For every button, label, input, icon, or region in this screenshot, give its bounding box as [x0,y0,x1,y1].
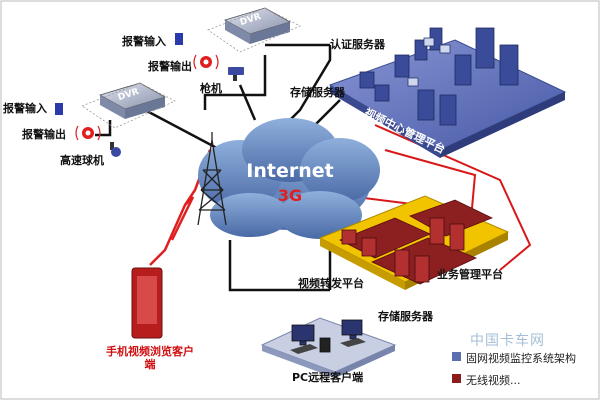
mobile-phone-icon [131,267,163,339]
dvr-left-device [81,82,176,129]
label-alarm-input-top: 报警输入 [122,35,166,48]
dome-camera-icon [110,142,121,157]
label-video-forward: 视频转发平台 [298,277,364,290]
dvr-top-device [207,7,301,53]
watermark-logo: 中国卡车网 [470,333,545,349]
label-3g: 3G [277,186,303,205]
label-auth-server: 认证服务器 [330,38,385,51]
pc-monitor-icon [291,319,363,353]
legend-swatch-wireless [452,374,461,383]
alarm-siren-icon [193,54,219,70]
monitor-icon [407,37,451,87]
label-internet: Internet [246,160,334,182]
label-alarm-input-left: 报警输入 [3,102,47,115]
link-gun-to-internet [238,84,257,121]
label-dome-camera: 高速球机 [60,154,104,167]
label-gun-camera: 枪机 [200,82,222,95]
alarm-input-sensor-icon [55,103,63,115]
label-storage-server-bottom: 存储服务器 [378,310,433,323]
label-business-mgmt: 业务管理平台 [437,268,503,281]
label-alarm-output-left: 报警输出 [22,128,66,141]
forwarding-business-platform [318,195,510,290]
link-internet-to-pc [228,240,330,292]
legend-item-fixed: 固网视频监控系统架构 [466,352,576,365]
alarm-siren-icon [75,125,101,141]
label-storage-server-top: 存储服务器 [290,86,345,99]
legend-item-wireless: 无线视频... [466,374,521,387]
pc-client-platform [260,317,397,378]
server-rack-icon [341,217,465,283]
alarm-input-sensor-icon [175,33,183,45]
label-mobile-client: 手机视频浏览客户端 [106,345,194,371]
wireless-signal-bolt-b [170,196,195,241]
label-pc-client: PC远程客户端 [292,371,364,384]
keyboard-icon [290,338,366,354]
label-alarm-output-top: 报警输出 [148,60,192,73]
gun-camera-icon [228,67,244,81]
cell-tower-icon [197,132,227,226]
legend-swatch-fixed [452,352,461,361]
link-dvr-left-to-dome [95,120,112,137]
link-dvr-top-to-internet [203,55,267,110]
internet-cloud [198,118,380,239]
video-center-platform [328,27,567,158]
